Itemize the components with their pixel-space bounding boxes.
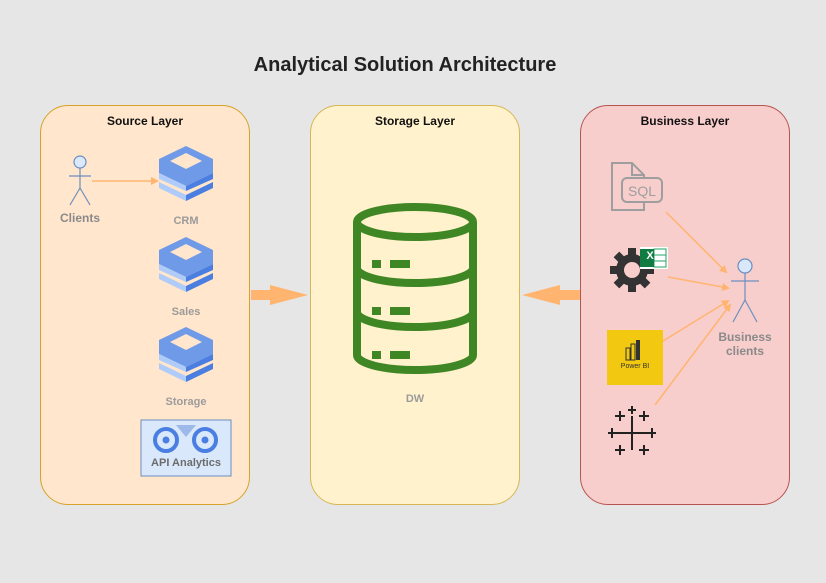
business-to-storage-arrow[interactable] <box>522 285 580 305</box>
sql-file-icon[interactable] <box>611 162 663 211</box>
sales-label: Sales <box>171 306 201 318</box>
power-bi-icon[interactable] <box>607 330 663 385</box>
crm-database-icon[interactable] <box>159 146 213 201</box>
clients-label: Clients <box>59 211 100 225</box>
sql-to-clients-arrow[interactable] <box>665 211 728 274</box>
api-analytics-icon[interactable] <box>140 419 232 477</box>
powerbi-to-clients-arrow[interactable] <box>662 299 730 342</box>
storage-database-icon[interactable] <box>159 327 213 382</box>
dw-label: DW <box>405 393 425 405</box>
sql-icon-text: SQL <box>627 183 656 199</box>
api-analytics-label: API Analytics <box>151 457 221 469</box>
crm-label: CRM <box>173 215 199 227</box>
business-layer-panel[interactable]: Business Layer <box>580 105 790 505</box>
storage-layer-panel[interactable]: Storage Layer <box>310 105 520 505</box>
source-to-storage-arrow[interactable] <box>251 285 308 305</box>
clients-actor-icon[interactable] <box>69 155 91 206</box>
storage-layer-title: Storage Layer <box>374 114 456 128</box>
excel-letter: X <box>646 250 654 262</box>
tableau-icon[interactable] <box>608 406 656 455</box>
source-layer-title: Source Layer <box>106 114 184 128</box>
business-clients-actor-icon[interactable] <box>731 258 759 323</box>
tableau-to-clients-arrow[interactable] <box>654 303 732 406</box>
business-layer-title: Business Layer <box>640 114 730 128</box>
excel-to-clients-arrow[interactable] <box>667 276 730 291</box>
dw-database-icon[interactable] <box>353 203 477 374</box>
power-bi-label: Power BI <box>620 363 650 370</box>
storage-label: Storage <box>165 396 207 408</box>
business-clients-label: Business clients <box>718 330 772 358</box>
sales-database-icon[interactable] <box>159 237 213 292</box>
diagram-title: Analytical Solution Architecture <box>253 54 557 76</box>
gear-excel-icon[interactable] <box>610 247 668 292</box>
